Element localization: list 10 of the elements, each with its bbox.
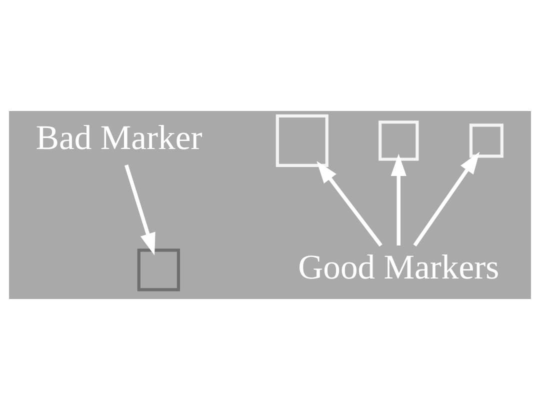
arrow	[316, 160, 382, 246]
node-box	[137, 248, 180, 291]
arrow	[413, 151, 480, 246]
arrow	[124, 164, 156, 255]
node-box	[276, 114, 328, 166]
node-box	[378, 120, 419, 160]
node-text: Bad Marker	[36, 118, 202, 157]
arrow	[390, 153, 406, 245]
node-text: Good Markers	[298, 248, 500, 286]
node-box	[469, 123, 504, 158]
